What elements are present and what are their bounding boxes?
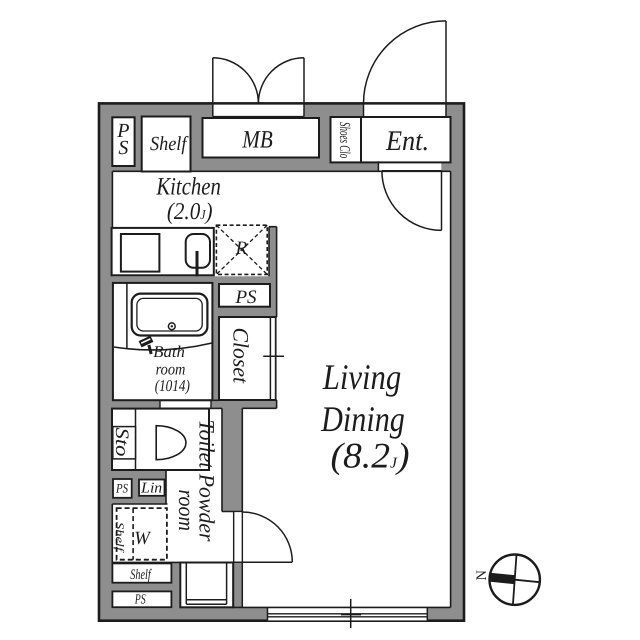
svg-text:PS: PS — [115, 480, 128, 495]
svg-text:room: room — [156, 360, 186, 379]
svg-text:S: S — [118, 137, 128, 159]
svg-text:(2.0J): (2.0J) — [167, 199, 213, 225]
svg-text:Shelf: Shelf — [150, 133, 189, 155]
svg-text:W: W — [134, 528, 151, 549]
svg-text:Closet: Closet — [229, 328, 254, 384]
svg-text:R: R — [235, 238, 248, 259]
svg-text:Ent.: Ent. — [385, 126, 429, 157]
svg-text:N: N — [474, 570, 490, 581]
svg-text:Living: Living — [322, 357, 401, 397]
svg-text:Sto: Sto — [111, 428, 132, 457]
svg-text:P: P — [116, 120, 129, 142]
svg-text:Kitchen: Kitchen — [156, 173, 221, 200]
svg-text:(1014): (1014) — [155, 376, 190, 395]
svg-text:Dining: Dining — [320, 399, 405, 439]
svg-text:Toilet Powder: Toilet Powder — [194, 420, 219, 542]
svg-text:Shelf: Shelf — [113, 522, 125, 553]
svg-text:MB: MB — [241, 127, 272, 154]
svg-text:Lin: Lin — [140, 481, 162, 497]
svg-text:PS: PS — [134, 592, 146, 607]
svg-text:room: room — [174, 490, 199, 532]
svg-text:(8.2J): (8.2J) — [331, 436, 410, 476]
svg-text:Bath: Bath — [153, 342, 185, 361]
svg-text:Shelf: Shelf — [130, 567, 152, 583]
svg-text:PS: PS — [234, 287, 257, 308]
svg-text:Shoes Clo: Shoes Clo — [336, 122, 352, 159]
